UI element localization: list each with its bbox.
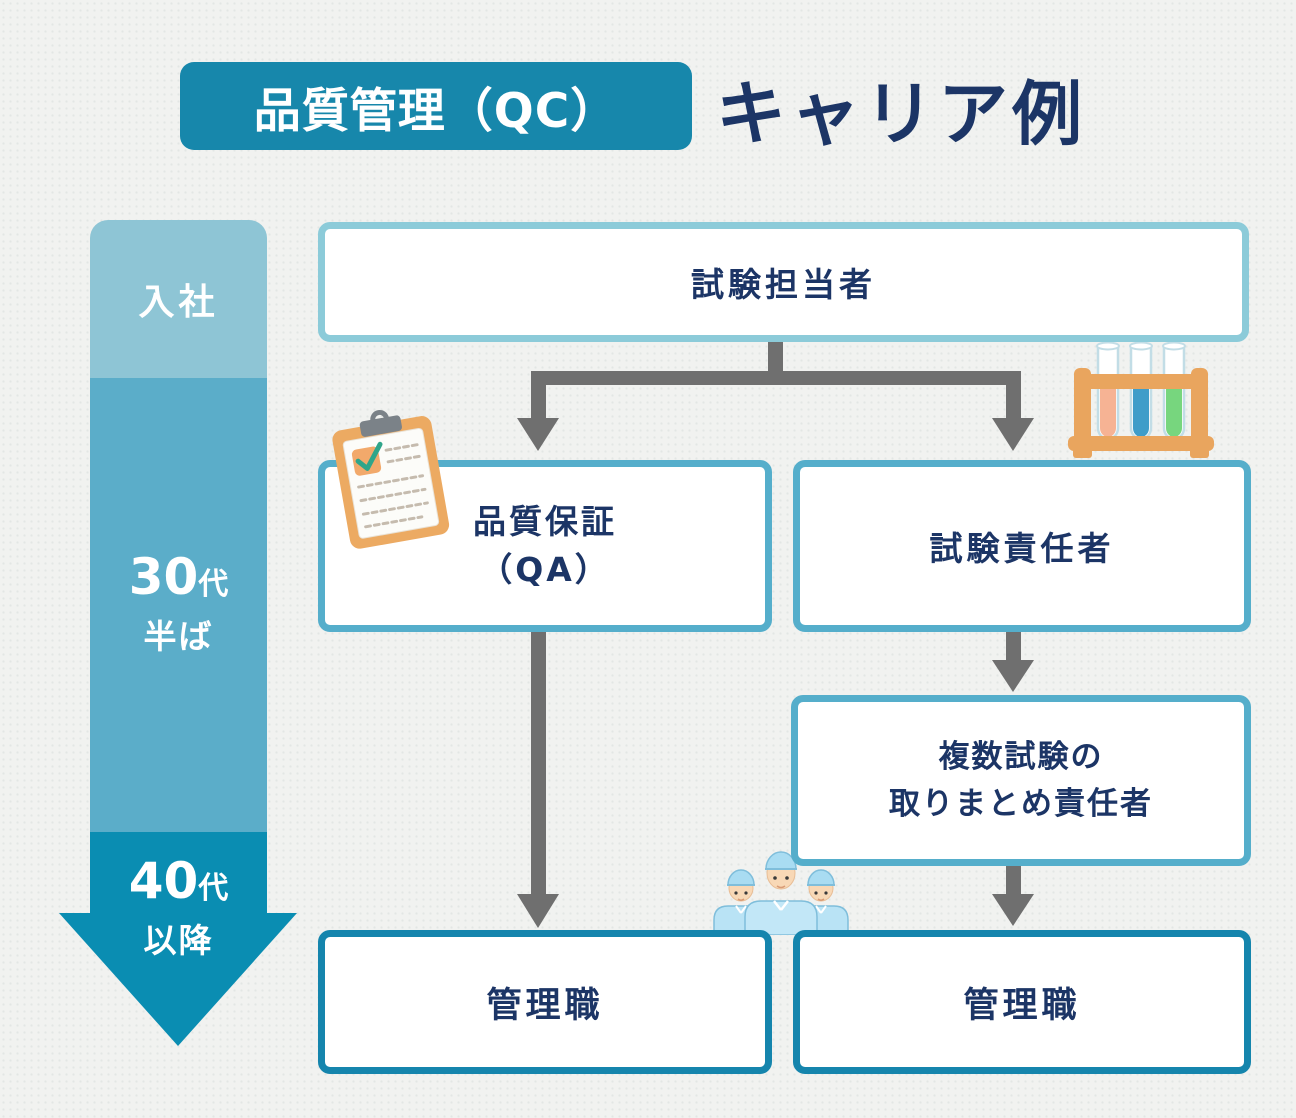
timeline-stage-entry-label: 入社 — [138, 282, 219, 323]
timeline-30-sub: 半ば — [143, 617, 214, 656]
timeline-stage-40s-label: 40代 以降 — [90, 852, 267, 962]
timeline-40-unit: 代 — [198, 871, 229, 906]
arrow-multi-to-manager-head-icon — [992, 894, 1034, 926]
box-qa-line2: （QA） — [479, 550, 611, 589]
box-test-leader: 試験責任者 — [793, 460, 1251, 632]
connector-stub — [768, 334, 783, 378]
timeline-stage-mid30s-label: 30代 半ば — [90, 548, 267, 658]
page-title: キャリア例 — [716, 64, 1086, 155]
box-multi-line1: 複数試験の — [938, 739, 1104, 775]
title-badge-label: 品質管理（QC） — [253, 83, 619, 139]
title-badge: 品質管理（QC） — [180, 62, 692, 150]
arrow-qa-to-manager-shaft — [531, 627, 546, 895]
clipboard-checklist-icon — [314, 396, 465, 560]
arrow-multi-to-manager-shaft — [1006, 860, 1021, 896]
arrow-qa-to-manager-head-icon — [517, 894, 559, 928]
arrow-down-to-lead-icon — [992, 418, 1034, 451]
box-multi-line2: 取りまとめ責任者 — [889, 785, 1153, 822]
connector-left-shaft — [531, 371, 546, 419]
timeline-stage-mid30s — [90, 378, 267, 832]
box-manager-left-label: 管理職 — [486, 985, 604, 1026]
timeline-stage-40s — [90, 832, 267, 914]
arrow-lead-to-multi-shaft — [1006, 626, 1021, 662]
timeline-30-number: 30 — [128, 548, 199, 606]
box-manager-right: 管理職 — [793, 930, 1251, 1074]
box-multi-study-coordinator: 複数試験の 取りまとめ責任者 — [791, 695, 1251, 866]
factory-workers-icon — [706, 843, 856, 936]
box-test-leader-label: 試験責任者 — [929, 529, 1115, 568]
page-title-label: キャリア例 — [716, 72, 1086, 155]
timeline-40-number: 40 — [128, 852, 199, 910]
box-manager-right-label: 管理職 — [963, 985, 1081, 1026]
box-qa-line1: 品質保証 — [473, 502, 617, 542]
box-test-staff-label: 試験担当者 — [691, 265, 876, 304]
connector-horizontal-bar — [531, 371, 1021, 385]
box-test-staff: 試験担当者 — [318, 222, 1249, 342]
box-manager-left: 管理職 — [318, 930, 772, 1074]
test-tube-rack-icon — [1068, 332, 1214, 462]
timeline-stage-entry: 入社 — [90, 220, 267, 378]
connector-right-shaft — [1006, 371, 1021, 419]
arrow-lead-to-multi-head-icon — [992, 660, 1034, 692]
timeline-arrowhead — [59, 913, 297, 1046]
timeline-40-sub: 以降 — [143, 921, 214, 960]
arrow-down-to-qa-icon — [517, 418, 559, 451]
timeline-30-unit: 代 — [198, 567, 229, 602]
